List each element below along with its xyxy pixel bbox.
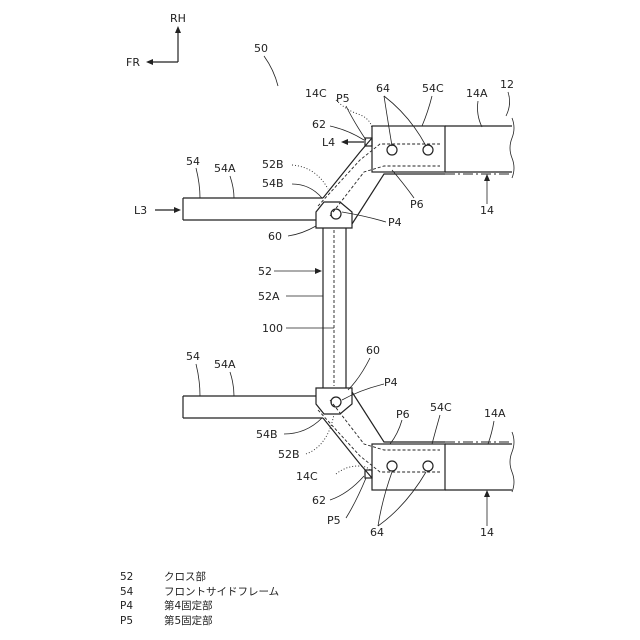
upper-rear-frame (445, 118, 514, 178)
label-54-bot: 54 (186, 350, 200, 363)
legend-code: 54 (120, 585, 164, 600)
label-p6-bot: P6 (396, 408, 410, 421)
leader-p4-bot (342, 384, 384, 400)
leader-60-bot (348, 358, 370, 390)
label-14c-top: 14C (305, 87, 327, 100)
leader-64b-bot (378, 472, 426, 526)
leader-54-top (196, 168, 200, 198)
ref-12-leader (506, 92, 510, 116)
label-p4-bot: P4 (384, 376, 398, 389)
legend-row: P4 第4固定部 (120, 599, 279, 614)
label-54a-top: 54A (214, 162, 236, 175)
legend-text: クロス部 (164, 570, 206, 585)
label-p4-top: P4 (388, 216, 402, 229)
label-62-top: 62 (312, 118, 326, 131)
ref-12-label: 12 (500, 78, 514, 91)
label-52b-bot: 52B (278, 448, 300, 461)
leader-64b-top (384, 96, 426, 146)
compass: RH FR (126, 12, 186, 69)
label-52b-top: 52B (262, 158, 284, 171)
label-52a: 52A (258, 290, 280, 303)
rh-label: RH (170, 12, 186, 25)
label-l4: L4 (322, 136, 335, 149)
legend-code: P4 (120, 599, 164, 614)
leader-54c-bot (432, 415, 440, 444)
legend-text: フロントサイドフレーム (164, 585, 279, 600)
leader-14a-top (478, 101, 483, 127)
legend-row: P5 第5固定部 (120, 614, 279, 629)
leader-54b-bot (284, 418, 322, 434)
leader-54a-bot (230, 372, 234, 396)
label-64-top: 64 (376, 82, 390, 95)
leader-64a-bot (378, 472, 392, 526)
label-60-bot: 60 (366, 344, 380, 357)
leader-54-bot (196, 364, 200, 396)
legend-row: 52 クロス部 (120, 570, 279, 585)
label-p5-top: P5 (336, 92, 350, 105)
legend-text: 第4固定部 (164, 599, 213, 614)
label-14a-top: 14A (466, 87, 488, 100)
label-54b-top: 54B (262, 177, 284, 190)
fr-arrow-head (146, 59, 153, 65)
leader-p5-top (346, 106, 366, 140)
label-p6-top: P6 (410, 198, 424, 211)
leader-p4-top (342, 212, 386, 222)
legend-text: 第5固定部 (164, 614, 213, 629)
label-14c-bot: 14C (296, 470, 318, 483)
label-62-bot: 62 (312, 494, 326, 507)
lower-rear-frame (445, 432, 514, 492)
ref-50-label: 50 (254, 42, 268, 55)
legend-row: 54 フロントサイドフレーム (120, 585, 279, 600)
leader-p6-bot (390, 420, 402, 444)
legend: 52 クロス部 54 フロントサイドフレーム P4 第4固定部 P5 第5固定部 (120, 570, 279, 628)
label-54b-bot: 54B (256, 428, 278, 441)
l3-arrow-head (174, 207, 181, 213)
cross-member (323, 228, 346, 388)
leader-60-top (288, 226, 316, 236)
label-54c-bot: 54C (430, 401, 452, 414)
leader-14a-bot (488, 421, 494, 444)
leader-64a-top (384, 96, 392, 146)
label-60-top: 60 (268, 230, 282, 243)
label-64-bot: 64 (370, 526, 384, 539)
label-54-top: 54 (186, 155, 200, 168)
label-54c-top: 54C (422, 82, 444, 95)
leader-62-bot (330, 476, 364, 500)
label-l3: L3 (134, 204, 147, 217)
label-14-top: 14 (480, 204, 494, 217)
leader-14-bot-head (484, 490, 490, 497)
label-52: 52 (258, 265, 272, 278)
leader-52-head (315, 268, 322, 274)
leader-54c-top (422, 96, 432, 126)
label-14a-bot: 14A (484, 407, 506, 420)
l4-arrow-head (341, 139, 348, 145)
label-100: 100 (262, 322, 283, 335)
legend-code: P5 (120, 614, 164, 629)
label-54a-bot: 54A (214, 358, 236, 371)
leader-14-top-head (484, 174, 490, 181)
label-p5-bot: P5 (327, 514, 341, 527)
legend-code: 52 (120, 570, 164, 585)
leader-54b-top (292, 184, 322, 198)
label-14-bot: 14 (480, 526, 494, 539)
ref-50-leader (264, 56, 278, 86)
rh-arrow-head (175, 26, 181, 33)
leader-52b-top (292, 165, 328, 189)
leader-54a-top (230, 176, 234, 198)
fr-label: FR (126, 56, 140, 69)
